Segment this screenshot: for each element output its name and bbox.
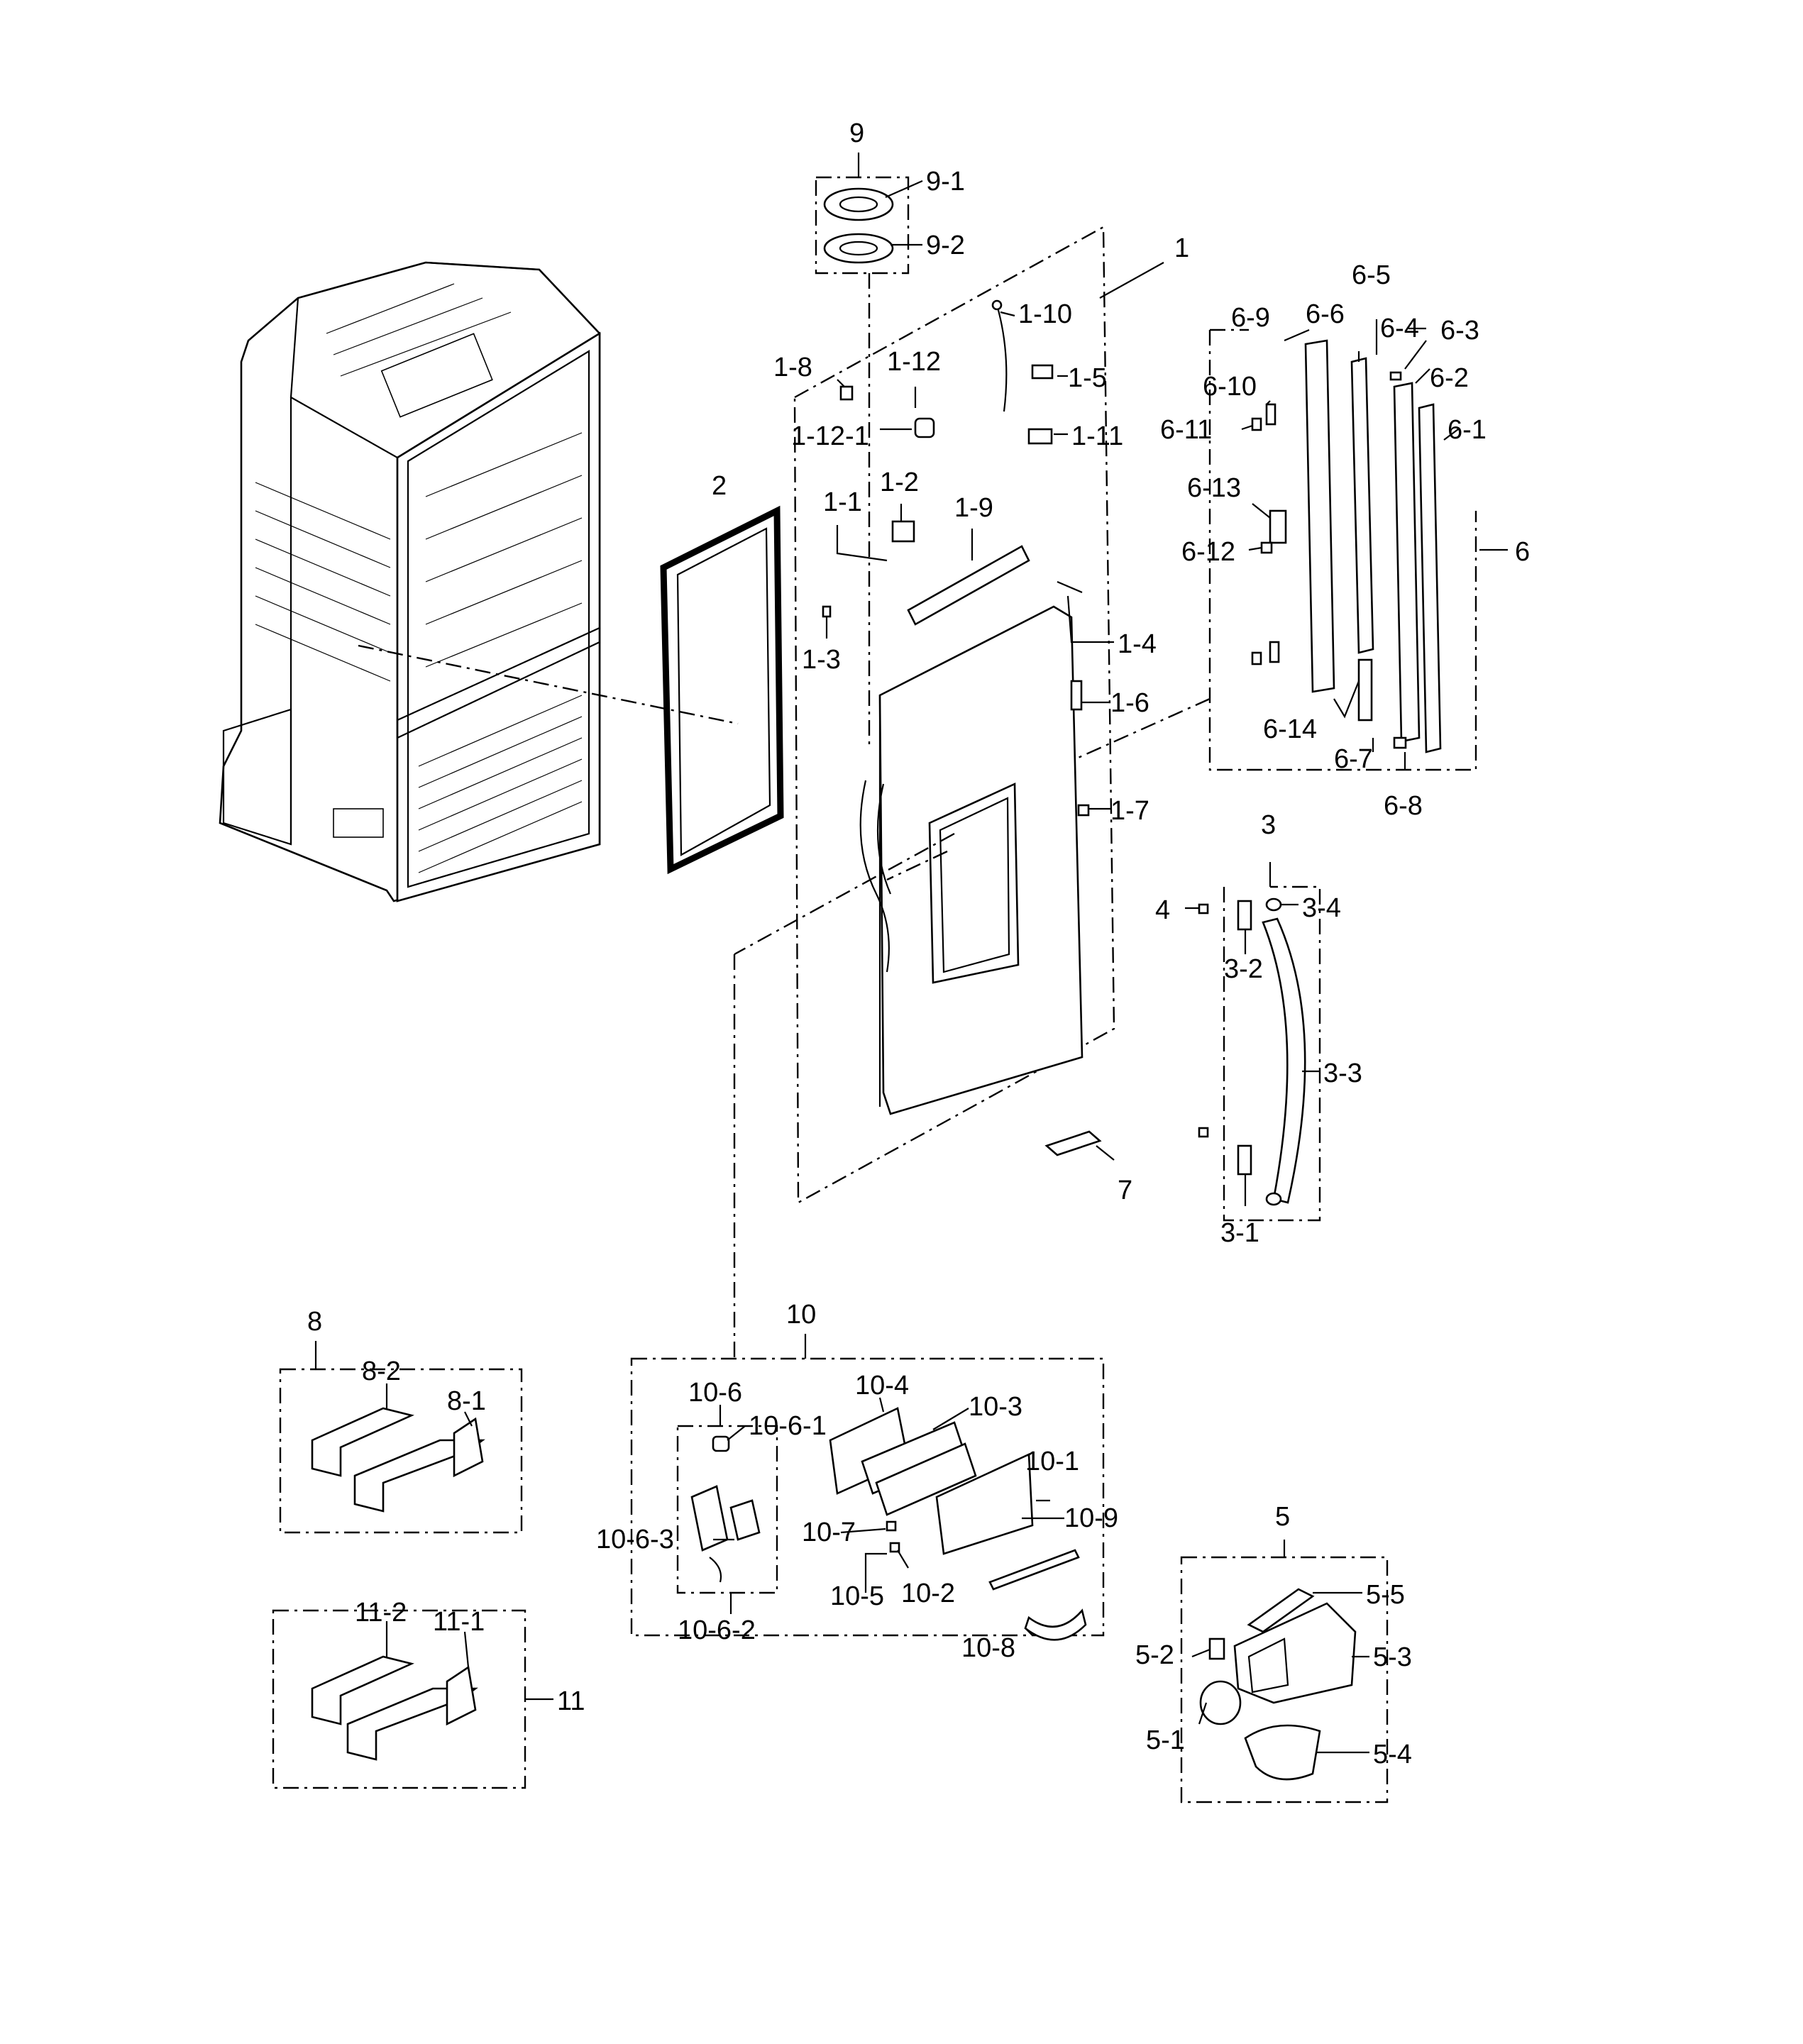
label-10-2: 10-2 (901, 1579, 955, 1608)
label-1-4: 1-4 (1118, 629, 1157, 659)
label-1: 1 (1174, 233, 1189, 263)
label-9: 9 (849, 118, 864, 148)
door-trim-group (1208, 328, 1477, 771)
label-10-3: 10-3 (969, 1392, 1022, 1422)
label-10-6-3: 10-6-3 (596, 1525, 674, 1554)
guard-group-8 (279, 1368, 523, 1534)
label-6-1: 6-1 (1448, 415, 1487, 445)
label-8: 8 (307, 1307, 322, 1337)
ice-maker-group-5 (1180, 1556, 1389, 1803)
label-1-12: 1-12 (887, 347, 941, 377)
label-10-5: 10-5 (830, 1581, 884, 1611)
label-2: 2 (712, 471, 727, 501)
label-1-6: 1-6 (1110, 688, 1149, 718)
label-6-9: 6-9 (1231, 303, 1270, 333)
label-1-12-1: 1-12-1 (791, 421, 869, 451)
label-5-2: 5-2 (1135, 1640, 1174, 1670)
label-8-1: 8-1 (447, 1386, 486, 1416)
label-11: 11 (557, 1686, 585, 1716)
label-6-2: 6-2 (1430, 363, 1469, 393)
label-10-1: 10-1 (1025, 1447, 1079, 1476)
label-10-6-1: 10-6-1 (749, 1411, 827, 1441)
label-1-7: 1-7 (1110, 796, 1149, 826)
label-1-3: 1-3 (802, 645, 841, 675)
label-6-8: 6-8 (1384, 791, 1423, 821)
label-3-1: 3-1 (1220, 1218, 1259, 1248)
label-5: 5 (1275, 1502, 1290, 1532)
label-11-1: 11-1 (433, 1607, 485, 1637)
label-1-5: 1-5 (1068, 363, 1107, 393)
label-6-4: 6-4 (1380, 314, 1419, 343)
label-3-3: 3-3 (1323, 1059, 1362, 1088)
label-6-5: 6-5 (1352, 260, 1391, 290)
door-handle-group (1044, 885, 1321, 1222)
part-labels: 9 9-1 9-2 1 1-10 1-8 1-12 1-5 1-12-1 1-1… (307, 118, 1530, 1769)
label-9-1: 9-1 (926, 167, 965, 197)
label-6-14: 6-14 (1263, 714, 1317, 744)
label-10-9: 10-9 (1064, 1503, 1118, 1533)
label-6-11: 6-11 (1160, 415, 1212, 445)
label-11-2: 11-2 (355, 1598, 407, 1628)
label-1-2: 1-2 (880, 468, 919, 497)
label-3: 3 (1261, 810, 1276, 840)
label-5-4: 5-4 (1373, 1740, 1412, 1769)
label-10-6-2: 10-6-2 (678, 1615, 756, 1645)
label-3-2: 3-2 (1224, 954, 1263, 984)
label-6-10: 6-10 (1203, 372, 1257, 402)
dispenser-group-10 (630, 1357, 1105, 1641)
label-1-1: 1-1 (823, 487, 862, 517)
label-5-3: 5-3 (1373, 1642, 1412, 1672)
door-gasket (660, 505, 784, 875)
label-3-4: 3-4 (1302, 893, 1341, 923)
label-7: 7 (1118, 1176, 1132, 1205)
label-10-7: 10-7 (802, 1518, 856, 1547)
label-1-9: 1-9 (954, 493, 993, 523)
label-1-8: 1-8 (773, 353, 812, 382)
label-8-2: 8-2 (362, 1357, 401, 1386)
label-4: 4 (1155, 895, 1170, 925)
connector-lines (358, 273, 1211, 1359)
label-6-13: 6-13 (1187, 473, 1241, 503)
door-assembly (793, 225, 1115, 1205)
label-6-3: 6-3 (1440, 316, 1479, 346)
refrigerator-cabinet (219, 261, 601, 902)
guard-group-11 (272, 1609, 526, 1789)
label-9-2: 9-2 (926, 231, 965, 260)
label-6: 6 (1515, 537, 1530, 567)
label-1-10: 1-10 (1018, 299, 1072, 329)
hinge-cover-group (815, 176, 910, 275)
label-6-12: 6-12 (1181, 537, 1235, 567)
label-5-1: 5-1 (1146, 1725, 1185, 1755)
label-6-6: 6-6 (1306, 299, 1345, 329)
label-10-8: 10-8 (961, 1633, 1015, 1663)
label-10: 10 (786, 1300, 816, 1330)
label-1-11: 1-11 (1071, 421, 1123, 451)
label-10-6: 10-6 (688, 1378, 742, 1408)
label-5-5: 5-5 (1366, 1580, 1405, 1610)
leader-lines (314, 153, 1508, 1754)
label-10-4: 10-4 (855, 1371, 909, 1401)
label-6-7: 6-7 (1334, 744, 1373, 774)
